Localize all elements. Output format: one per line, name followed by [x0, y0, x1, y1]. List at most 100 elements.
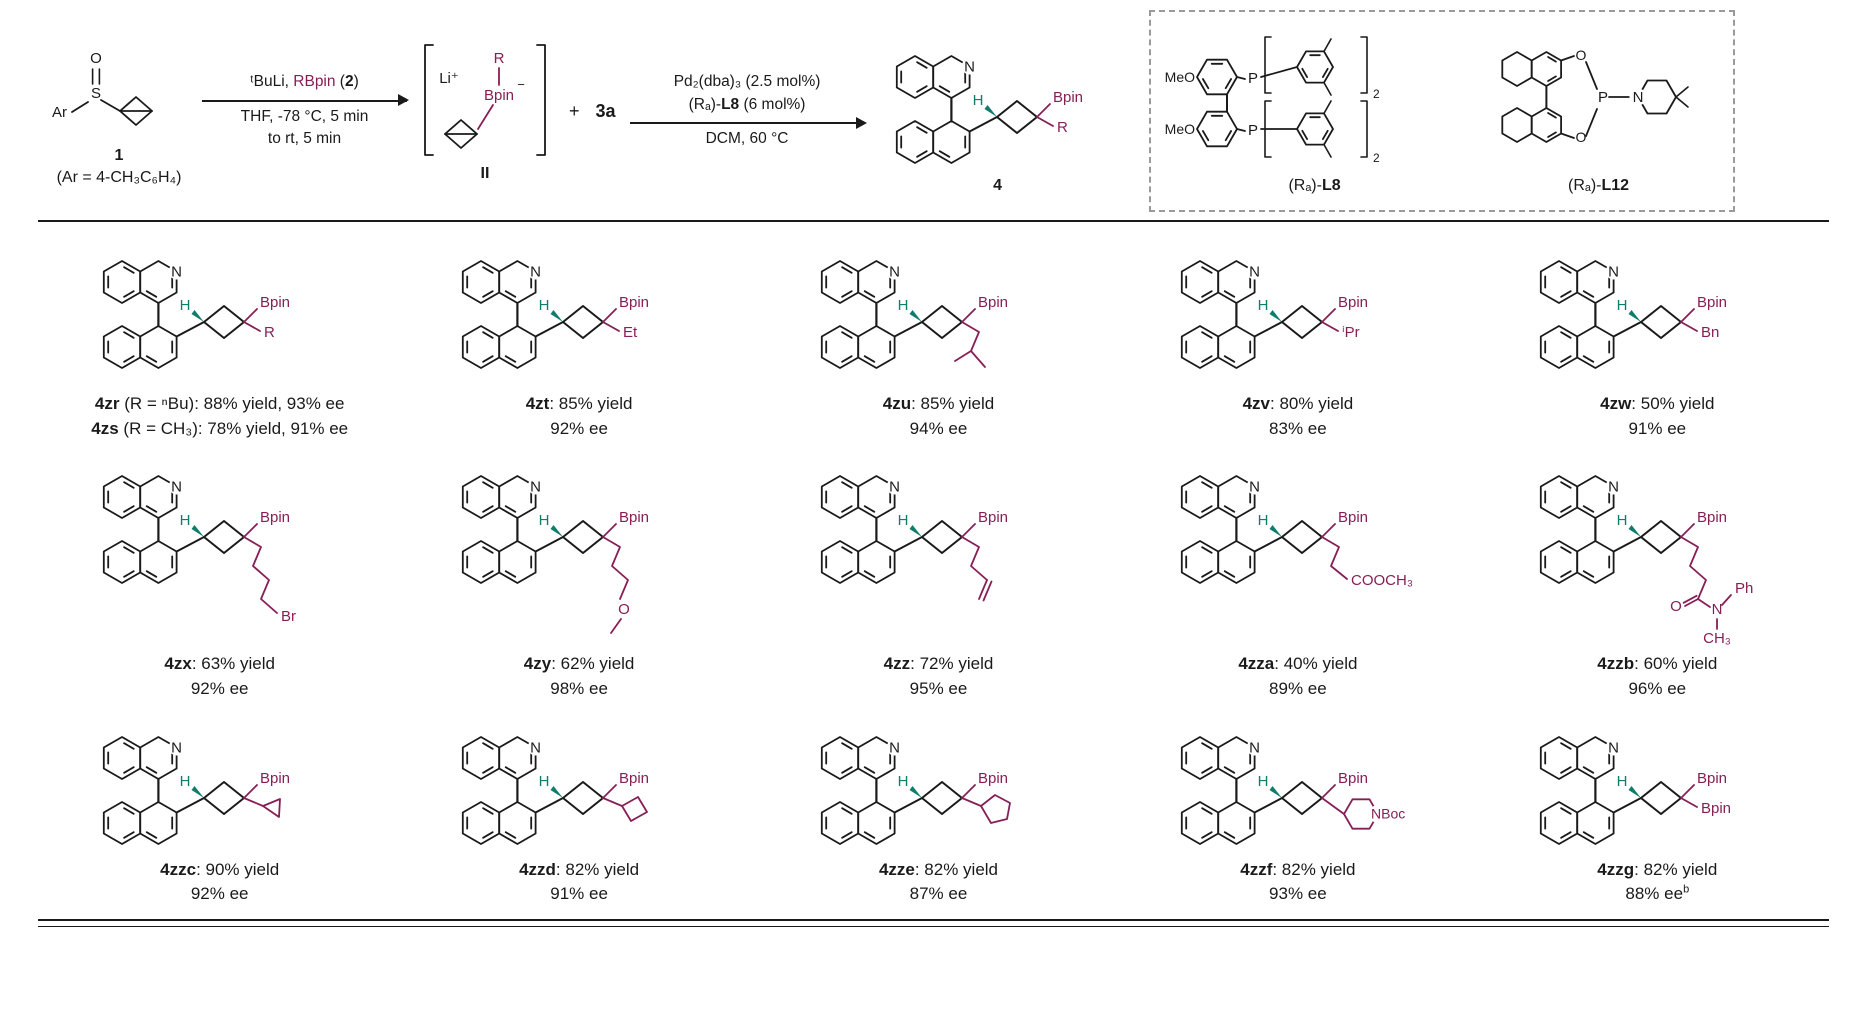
- atom-label: Bpin: [1053, 89, 1083, 106]
- compound-id: 4zv: [1242, 394, 1271, 413]
- atom-label-s: S: [91, 85, 101, 102]
- compound-ee: 87% ee: [909, 884, 968, 904]
- compound-ee: 92% ee: [550, 418, 608, 438]
- ligand-l8: MeO MeO P P 2 2 (Rₐ)-L8: [1165, 25, 1465, 197]
- compound-yield: : 82% yield: [555, 859, 640, 879]
- arrow1-block: ᵗBuLi, RBpin (2) THF, -78 °C, 5 min to r…: [202, 71, 409, 150]
- compound-yield: : 62% yield: [551, 654, 635, 674]
- ligand-l8-label: (Rₐ)-L8: [1288, 175, 1340, 197]
- compound-ee: 98% ee: [550, 678, 608, 698]
- bracket-subscript-top: 2: [1373, 87, 1380, 101]
- atom-label: R: [264, 324, 275, 341]
- compound-ee: 92% ee: [190, 678, 249, 698]
- atom-label-o: O: [90, 50, 102, 67]
- plus-group: + 3a: [563, 101, 622, 122]
- bottom-divider: [38, 918, 1829, 921]
- reagent-paren: (: [335, 73, 345, 91]
- compound-yield: : 85% yield: [911, 394, 995, 413]
- compound-ee: 91% ee: [1628, 418, 1687, 438]
- atom-label: R: [1057, 119, 1068, 136]
- compound-id: 4zzg: [1597, 859, 1635, 879]
- atom-label: Bpin: [978, 294, 1008, 311]
- atom-label-meo-top: MeO: [1165, 69, 1195, 85]
- atom-label: H: [898, 297, 909, 314]
- atom-label: N: [530, 739, 541, 756]
- atom-label: Bpin: [1697, 509, 1727, 526]
- compound-number-1: 1: [114, 146, 124, 164]
- compound-ee: 88% ee: [1625, 884, 1684, 904]
- arrow1-reagents: ᵗBuLi, RBpin (2): [250, 71, 359, 93]
- atom-label: Et: [623, 324, 638, 341]
- compound-yield: : 82% yield: [1272, 859, 1356, 879]
- atom-label: H: [539, 512, 550, 529]
- atom-label: N: [964, 58, 975, 75]
- reaction-arrow-1: [202, 94, 409, 107]
- atom-label: N: [1712, 601, 1723, 618]
- arrow1-conditions-1: THF, -78 °C, 5 min: [240, 107, 369, 125]
- compound-yield: (R = ⁿBu): 88% yield, 93% ee: [119, 394, 345, 413]
- compound-id: 4zr: [94, 394, 120, 413]
- reagent-tbuli: ᵗBuLi,: [250, 73, 294, 91]
- atom-label: Bpin: [1697, 294, 1727, 311]
- substrate-structure: Ar S O: [52, 50, 153, 126]
- atom-label: Bpin: [260, 294, 290, 311]
- compound-id: 4zx: [164, 654, 192, 674]
- compound-ee: 91% ee: [550, 884, 608, 904]
- atom-label: H: [539, 773, 550, 790]
- top-divider: [38, 220, 1829, 222]
- atom-label: H: [179, 512, 190, 529]
- partner-3a: 3a: [595, 100, 616, 121]
- ligand-l8-label-pre: (Rₐ)-: [1288, 176, 1322, 194]
- atom-label: N: [1249, 479, 1260, 496]
- atom-label: H: [1617, 297, 1628, 314]
- compound-number-4: 4: [993, 176, 1002, 194]
- atom-label: N: [171, 479, 182, 496]
- atom-label: H: [539, 297, 550, 314]
- atom-label: H: [179, 773, 190, 790]
- atom-label: H: [1617, 512, 1628, 529]
- compound-id: 4zzf: [1240, 859, 1273, 879]
- atom-label: N: [1608, 739, 1619, 756]
- atom-label: Bpin: [1338, 770, 1368, 787]
- atom-label-li: Li⁺: [439, 70, 459, 87]
- atom-label: N: [1249, 264, 1260, 281]
- ligand-l12-label-pre: (Rₐ)-: [1568, 176, 1602, 194]
- ligand-name: L8: [721, 95, 740, 113]
- compound-id: 4zza: [1238, 654, 1275, 674]
- atom-label-n: N: [1632, 89, 1643, 106]
- atom-label-bpin: Bpin: [484, 87, 514, 104]
- atom-label: H: [179, 297, 190, 314]
- ligand-l12: O O P N (Rₐ)-L12: [1479, 25, 1719, 197]
- compound-ee: (R = CH₃): 78% yield, 91% ee: [118, 418, 349, 438]
- atom-label: Bpin: [1701, 800, 1731, 817]
- atom-label: N: [171, 264, 182, 281]
- ligand-l8-structure: MeO MeO P P 2 2: [1165, 35, 1380, 165]
- ligand-pre: (Rₐ)-: [688, 95, 722, 113]
- compound-ee: 92% ee: [190, 884, 249, 904]
- atom-label: Bpin: [260, 509, 290, 526]
- charge-label: −: [517, 77, 525, 92]
